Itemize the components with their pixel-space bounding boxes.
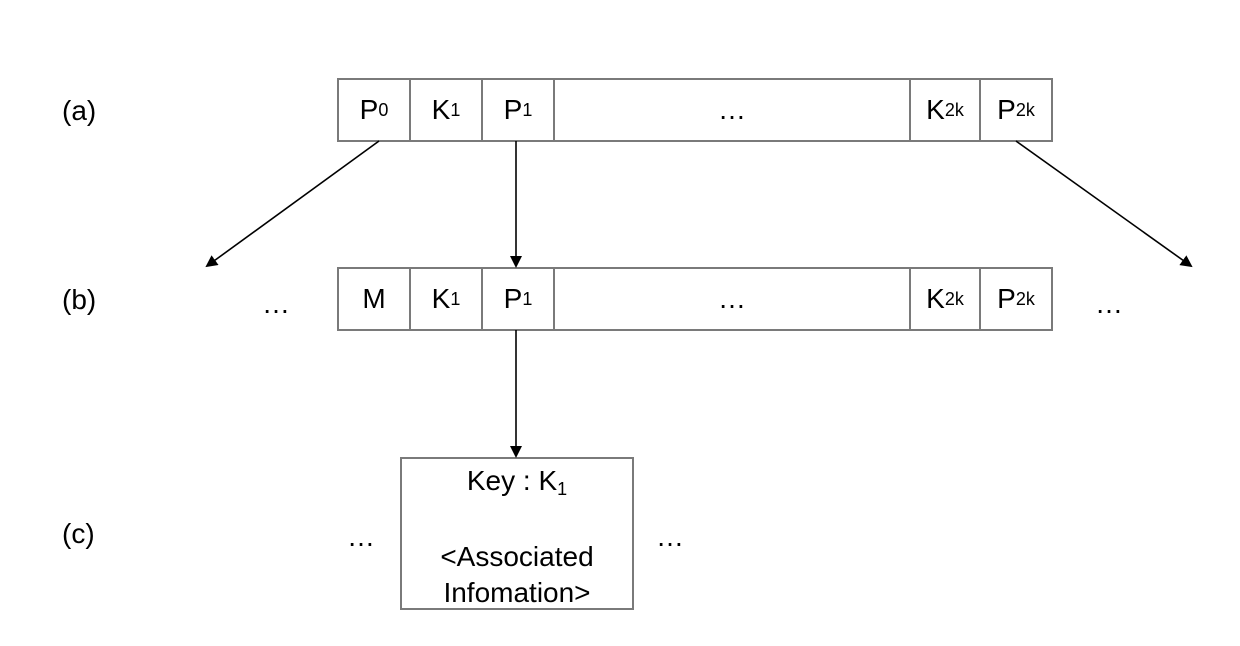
node-a-cell-ellipsis: …: [555, 80, 911, 140]
node-b-cell-ellipsis: …: [555, 269, 911, 329]
record-c-info-line2: Infomation>: [443, 577, 591, 608]
arrow-p0-to-left: [205, 140, 380, 268]
row-label-a: (a): [62, 95, 97, 126]
row-label-b: (b): [62, 284, 97, 315]
node-b-cell-m: M: [339, 269, 411, 329]
record-c-info: <Associated Infomation>: [402, 539, 632, 611]
node-b-left-ellipsis: …: [262, 288, 290, 319]
record-c-key: Key : K1: [466, 465, 568, 499]
node-b-right-ellipsis: …: [1095, 288, 1123, 319]
row-label-c: (c): [62, 518, 95, 549]
record-c-right-ellipsis: …: [656, 521, 684, 552]
record-c: Key : K1 <Associated Infomation>: [400, 457, 634, 610]
arrow-p2k-to-right: [1015, 140, 1193, 268]
record-c-info-line1: <Associated: [440, 541, 594, 572]
record-c-left-ellipsis: …: [347, 521, 375, 552]
